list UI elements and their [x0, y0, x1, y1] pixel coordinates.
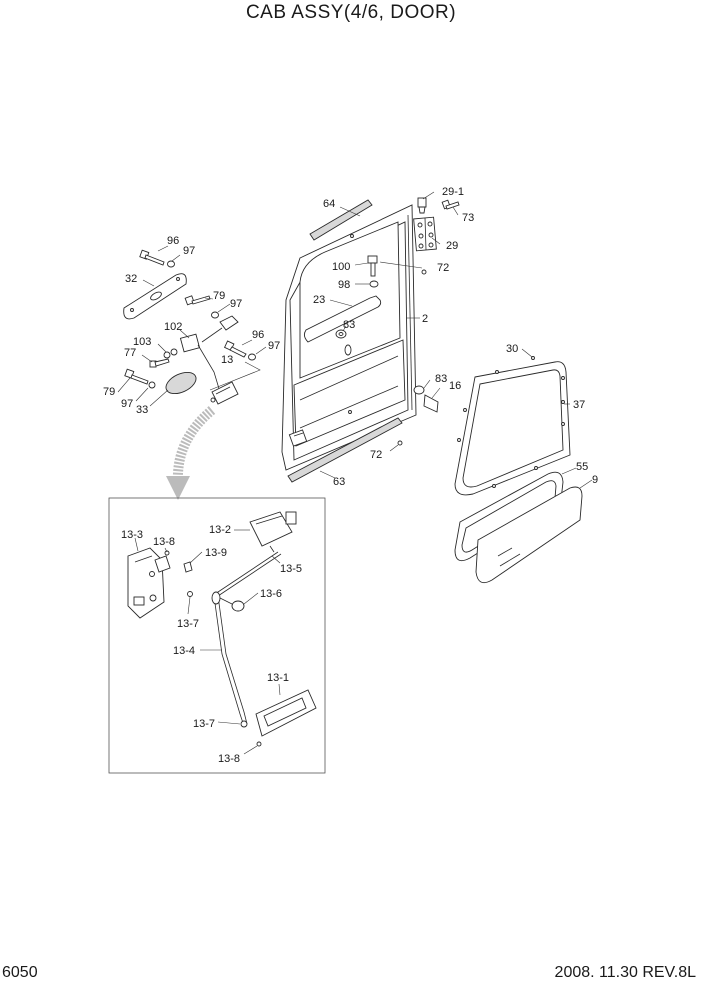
- callout-9: 9: [592, 474, 598, 486]
- bolt-100: [367, 255, 378, 277]
- callout-97-upper: 97: [183, 245, 195, 257]
- callout-29: 29: [446, 240, 458, 252]
- callout-96-upper: 96: [167, 235, 179, 247]
- nut-83: [335, 329, 347, 339]
- callout-2: 2: [422, 313, 428, 325]
- glass: [475, 486, 583, 584]
- rod-13-4: [211, 591, 248, 727]
- cover: [165, 371, 197, 395]
- callout-13-7-upper: 13-7: [177, 618, 199, 630]
- bolt-79-lower: [124, 368, 149, 385]
- callout-labels: 29-1 73 64 29 96 97 100 72 32 98 79 97 2…: [103, 186, 598, 765]
- callout-55: 55: [576, 461, 588, 473]
- callout-63: 63: [333, 476, 345, 488]
- callout-79-lower: 79: [103, 386, 115, 398]
- inside-handle: [249, 511, 297, 553]
- callout-64: 64: [323, 198, 335, 210]
- callout-13-5: 13-5: [280, 563, 302, 575]
- callout-37: 37: [573, 399, 585, 411]
- grease-fitting: [417, 197, 427, 214]
- bolt-77: [149, 358, 170, 368]
- detail-box: [108, 497, 326, 774]
- rod-13-5: [214, 551, 279, 595]
- callout-79-upper: 79: [213, 290, 225, 302]
- washer-97-mid: [211, 311, 219, 319]
- callout-97-c: 97: [268, 340, 280, 352]
- outside-handle: [210, 381, 239, 405]
- callout-96-lower: 96: [252, 329, 264, 341]
- detail-arrow: [166, 406, 216, 500]
- door-lock: [127, 547, 171, 619]
- callout-13-7-lower: 13-7: [193, 718, 215, 730]
- bushing-13-7-lower: [240, 720, 248, 728]
- callout-72-lower: 72: [370, 449, 382, 461]
- bushing-13-8-lower: [256, 741, 262, 747]
- callout-32: 32: [125, 273, 137, 285]
- washer-98: [369, 280, 379, 288]
- callout-83-upper: 83: [343, 319, 355, 331]
- callout-13-3: 13-3: [121, 529, 143, 541]
- page-title: CAB ASSY(4/6, DOOR): [245, 2, 457, 23]
- callout-30: 30: [506, 343, 518, 355]
- callout-73: 73: [462, 212, 474, 224]
- washer-97-upper: [167, 260, 175, 268]
- callout-77: 77: [124, 347, 136, 359]
- plug-72-lower: [397, 440, 403, 446]
- bushing-13-8-upper: [164, 550, 170, 556]
- washer-97-b: [163, 351, 171, 359]
- callout-13: 13: [221, 354, 233, 366]
- bolt-73: [441, 199, 460, 210]
- callout-23: 23: [313, 294, 325, 306]
- hinge: [413, 216, 437, 252]
- callout-13-9: 13-9: [205, 547, 227, 559]
- callout-102: 102: [164, 321, 182, 333]
- outside-handle-detail: [255, 689, 317, 737]
- callout-98: 98: [338, 279, 350, 291]
- washer-97-d: [148, 381, 156, 389]
- callout-29-1: 29-1: [442, 186, 464, 198]
- callout-83-lower: 83: [435, 373, 447, 385]
- window-seal: [454, 356, 571, 496]
- weather-strip-bottom: [287, 417, 403, 483]
- callout-13-4: 13-4: [173, 645, 195, 657]
- clip-13-9: [183, 561, 193, 573]
- callout-100: 100: [332, 261, 350, 273]
- bushing-13-7-upper: [187, 591, 193, 597]
- callout-72-upper: 72: [437, 262, 449, 274]
- callout-13-1: 13-1: [267, 672, 289, 684]
- washer-97-c: [248, 353, 256, 361]
- callout-33: 33: [136, 404, 148, 416]
- callout-103: 103: [133, 336, 151, 348]
- washer-103: [170, 348, 178, 356]
- page-number: 6050: [2, 964, 38, 981]
- link-13-6: [219, 597, 245, 612]
- plug-72-upper: [421, 269, 427, 275]
- callout-97-d: 97: [121, 398, 133, 410]
- bolt-96-upper: [139, 249, 165, 266]
- door-frame: [281, 204, 417, 471]
- weather-strip-top: [309, 199, 373, 241]
- remote-lock: [179, 315, 239, 393]
- grip-handle: [303, 295, 382, 343]
- revision-date: 2008. 11.30 REV.8L: [554, 964, 696, 981]
- striker: [413, 385, 439, 413]
- leader-lines: [117, 191, 593, 755]
- callout-13-8-lower: 13-8: [218, 753, 240, 765]
- callout-13-6: 13-6: [260, 588, 282, 600]
- callout-13-2: 13-2: [209, 524, 231, 536]
- bolt-79-upper: [184, 295, 211, 306]
- callout-97-mid: 97: [230, 298, 242, 310]
- bolt-96-lower: [223, 340, 247, 358]
- callout-16: 16: [449, 380, 461, 392]
- callout-13-8-upper: 13-8: [153, 536, 175, 548]
